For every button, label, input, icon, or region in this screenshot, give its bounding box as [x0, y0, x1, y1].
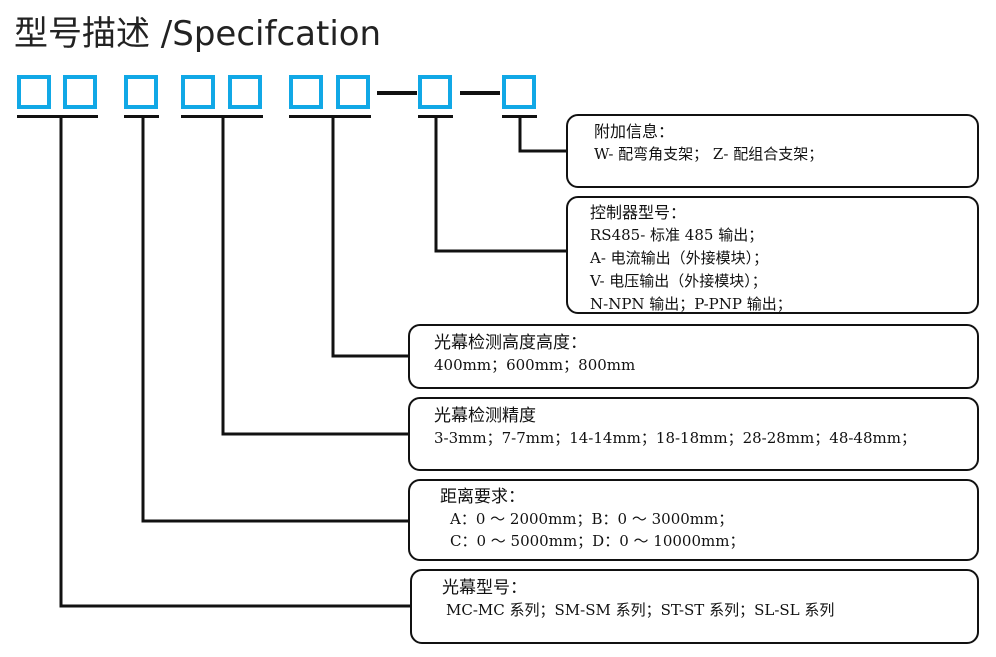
field-line: MC-MC 系列；SM-SM 系列；ST-ST 系列；SL-SL 系列 — [446, 601, 835, 619]
field-line: C：0 ～ 5000mm；D：0 ～ 10000mm； — [450, 532, 745, 550]
code-box-series-2 — [63, 75, 97, 109]
underline-series — [17, 115, 98, 118]
code-dash-2 — [460, 91, 500, 95]
field-box-series: 光幕型号： MC-MC 系列；SM-SM 系列；ST-ST 系列；SL-SL 系… — [410, 569, 979, 644]
code-box-precision-2 — [228, 75, 262, 109]
field-line: 400mm；600mm；800mm — [434, 356, 636, 374]
code-box-precision-1 — [181, 75, 215, 109]
field-title-extra: 附加信息： — [594, 122, 675, 141]
connector-distance — [141, 115, 412, 523]
field-line: N-NPN 输出；P-PNP 输出； — [590, 295, 792, 313]
field-line: A：0 ～ 2000mm；B：0 ～ 3000mm； — [450, 510, 734, 528]
field-title-height: 光幕检测高度高度： — [434, 333, 587, 353]
field-line: V- 电压输出（外接模块）； — [590, 272, 767, 290]
page-title: 型号描述 /Specifcation — [14, 14, 382, 54]
field-title-distance: 距离要求： — [440, 487, 525, 507]
field-line: A- 电流输出（外接模块）； — [590, 249, 769, 267]
field-box-precision: 光幕检测精度 3-3mm；7-7mm；14-14mm；18-18mm；28-28… — [408, 397, 979, 471]
field-box-controller: 控制器型号： RS485- 标准 485 输出； A- 电流输出（外接模块）； … — [566, 196, 979, 314]
connector-series — [59, 115, 412, 608]
code-box-series-1 — [17, 75, 51, 109]
field-title-series: 光幕型号： — [442, 578, 527, 598]
code-box-distance — [124, 75, 158, 109]
field-title-precision: 光幕检测精度 — [434, 406, 536, 426]
code-dash-1 — [377, 91, 417, 95]
connector-precision — [221, 115, 412, 436]
field-title-controller: 控制器型号： — [590, 203, 687, 222]
field-line: 3-3mm；7-7mm；14-14mm；18-18mm；28-28mm；48-4… — [434, 429, 916, 447]
underline-height — [289, 115, 371, 118]
field-line: W- 配弯角支架； Z- 配组合支架； — [594, 145, 824, 163]
field-line: RS485- 标准 485 输出； — [590, 226, 764, 244]
code-box-height-1 — [289, 75, 323, 109]
connector-controller — [434, 115, 568, 253]
code-box-controller — [418, 75, 452, 109]
field-box-distance: 距离要求： A：0 ～ 2000mm；B：0 ～ 3000mm； C：0 ～ 5… — [408, 479, 979, 561]
code-box-extra — [502, 75, 536, 109]
connector-height — [331, 115, 412, 358]
connector-extra — [518, 115, 568, 153]
field-box-height: 光幕检测高度高度： 400mm；600mm；800mm — [408, 324, 979, 389]
field-box-extra: 附加信息： W- 配弯角支架； Z- 配组合支架； — [566, 114, 979, 188]
code-box-height-2 — [336, 75, 370, 109]
